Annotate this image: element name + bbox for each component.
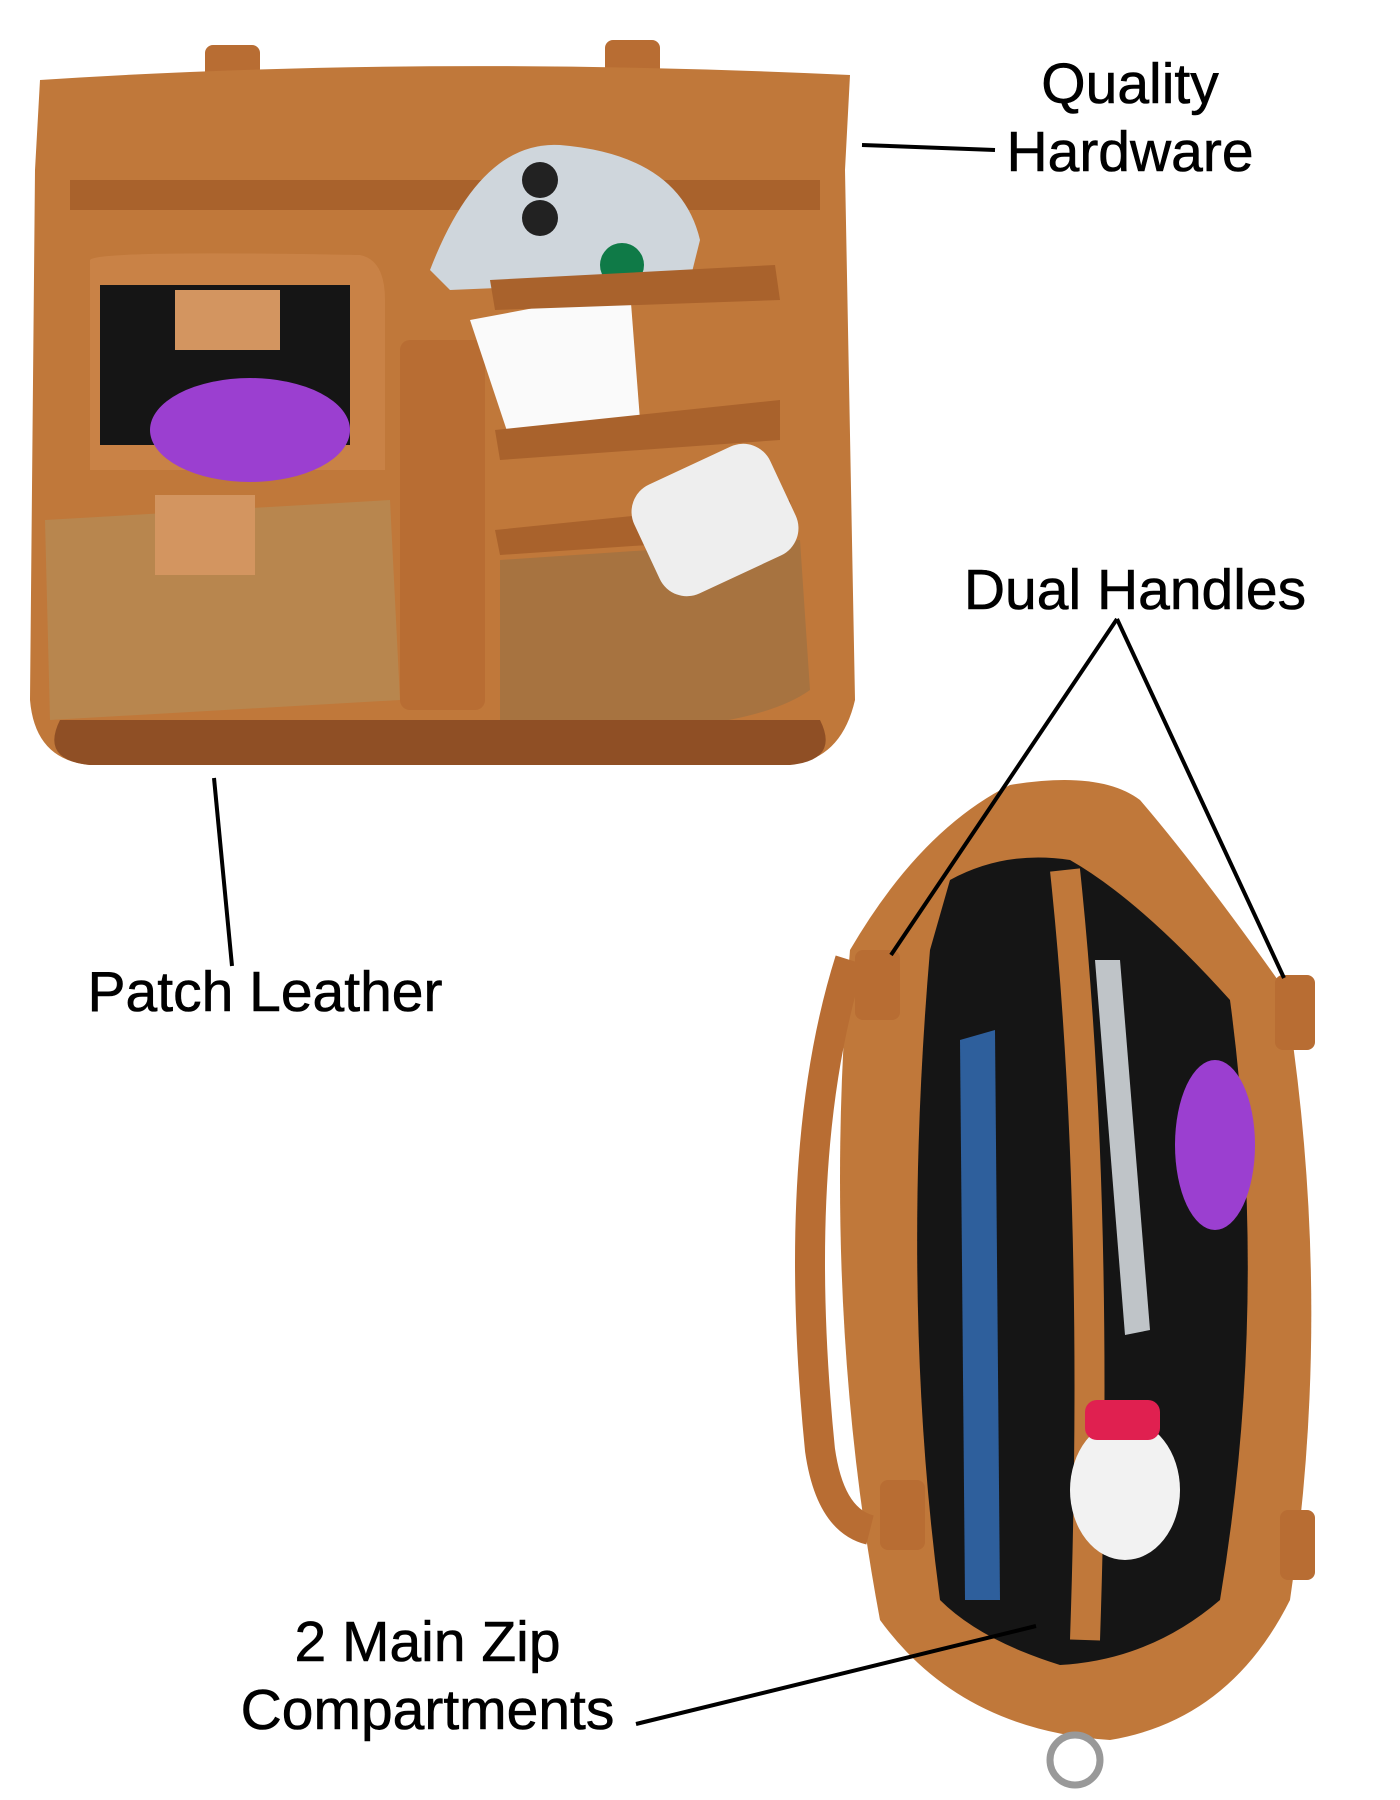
callout-dual-handles: Dual Handles	[963, 558, 1307, 623]
book	[960, 1030, 1000, 1600]
earbuds-case	[631, 443, 799, 597]
center-strap	[400, 340, 485, 710]
velcro-patch	[155, 495, 255, 575]
callout-line: Hardware	[1006, 120, 1254, 185]
compact-case	[150, 378, 350, 482]
callout-line: Quality	[1041, 52, 1219, 117]
phone-inside	[1095, 960, 1150, 1335]
lotion-tube	[470, 290, 640, 440]
callout-main-zip: 2 Main Zip Compartments	[215, 1608, 640, 1744]
callout-patch-leather: Patch Leather	[87, 960, 443, 1025]
front-view-bag	[30, 40, 855, 766]
leader-main-zip	[635, 1624, 1037, 1726]
callout-line: 2 Main Zip	[294, 1610, 561, 1675]
callout-quality-hardware: Quality Hardware	[990, 50, 1270, 186]
leader-patch-leather	[212, 777, 234, 967]
callout-line: Compartments	[240, 1678, 615, 1743]
leader-quality-hardware	[861, 143, 996, 152]
leader-dual-handles-right	[1115, 618, 1286, 979]
leader-dual-handles-left	[889, 617, 1119, 957]
top-view-bag	[795, 780, 1315, 1789]
